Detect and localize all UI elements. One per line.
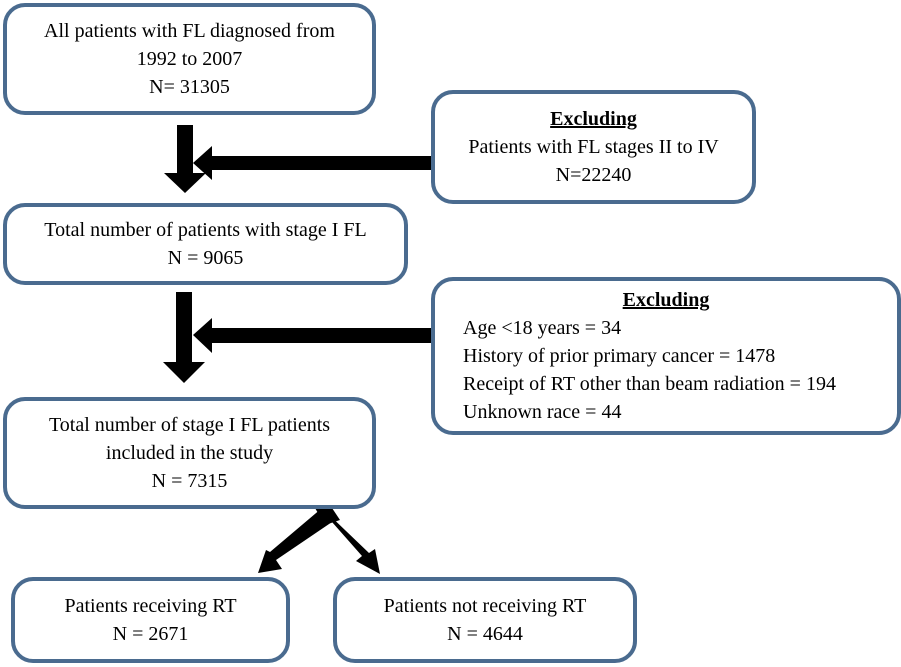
stage1-total-count: N = 9065 <box>167 247 244 269</box>
all-patients-line-1: All patients with FL diagnosed from <box>44 20 335 42</box>
exclusion-box-1: Excluding Patients with FL stages II to … <box>431 90 756 204</box>
receiving-rt-count: N = 2671 <box>112 623 189 645</box>
all-patients-line-2: 1992 to 2007 <box>136 48 243 70</box>
down-arrow-1 <box>164 125 206 193</box>
included-line-2: included in the study <box>105 442 274 464</box>
included-line-1: Total number of stage I FL patients <box>48 414 331 436</box>
exclusion-2-list: Age <18 years = 34 History of prior prim… <box>435 314 836 426</box>
all-patients-box: All patients with FL diagnosed from 1992… <box>3 3 376 115</box>
split-arrow-left <box>258 508 332 573</box>
exclusion-1-heading: Excluding <box>550 108 637 130</box>
not-receiving-rt-box: Patients not receiving RT N = 4644 <box>333 577 637 663</box>
receiving-rt-box: Patients receiving RT N = 2671 <box>11 577 290 663</box>
down-arrow-2 <box>163 292 205 383</box>
exclusion-2-line-4: Unknown race = 44 <box>463 401 622 423</box>
exclusion-1-line-1: Patients with FL stages II to IV <box>468 136 719 158</box>
exclusion-1-count: N=22240 <box>555 164 632 186</box>
exclusion-2-line-1: Age <18 years = 34 <box>463 317 622 339</box>
split-arrow-right <box>322 508 380 574</box>
split-arrow-apex <box>315 505 340 525</box>
exclusion-2-line-3: Receipt of RT other than beam radiation … <box>463 373 836 395</box>
not-receiving-rt-count: N = 4644 <box>447 623 523 645</box>
stage1-total-box: Total number of patients with stage I FL… <box>3 203 408 285</box>
included-count: N = 7315 <box>151 470 228 492</box>
left-arrow-1 <box>193 146 432 180</box>
not-receiving-rt-line-1: Patients not receiving RT <box>383 595 587 617</box>
stage1-total-line-1: Total number of patients with stage I FL <box>44 219 367 241</box>
included-box: Total number of stage I FL patients incl… <box>3 397 376 509</box>
left-arrow-2 <box>193 318 432 353</box>
exclusion-2-line-2: History of prior primary cancer = 1478 <box>463 345 776 367</box>
all-patients-count: N= 31305 <box>149 76 230 98</box>
exclusion-box-2: Excluding Age <18 years = 34 History of … <box>431 277 901 435</box>
receiving-rt-line-1: Patients receiving RT <box>64 595 237 617</box>
exclusion-2-heading: Excluding <box>622 289 710 311</box>
